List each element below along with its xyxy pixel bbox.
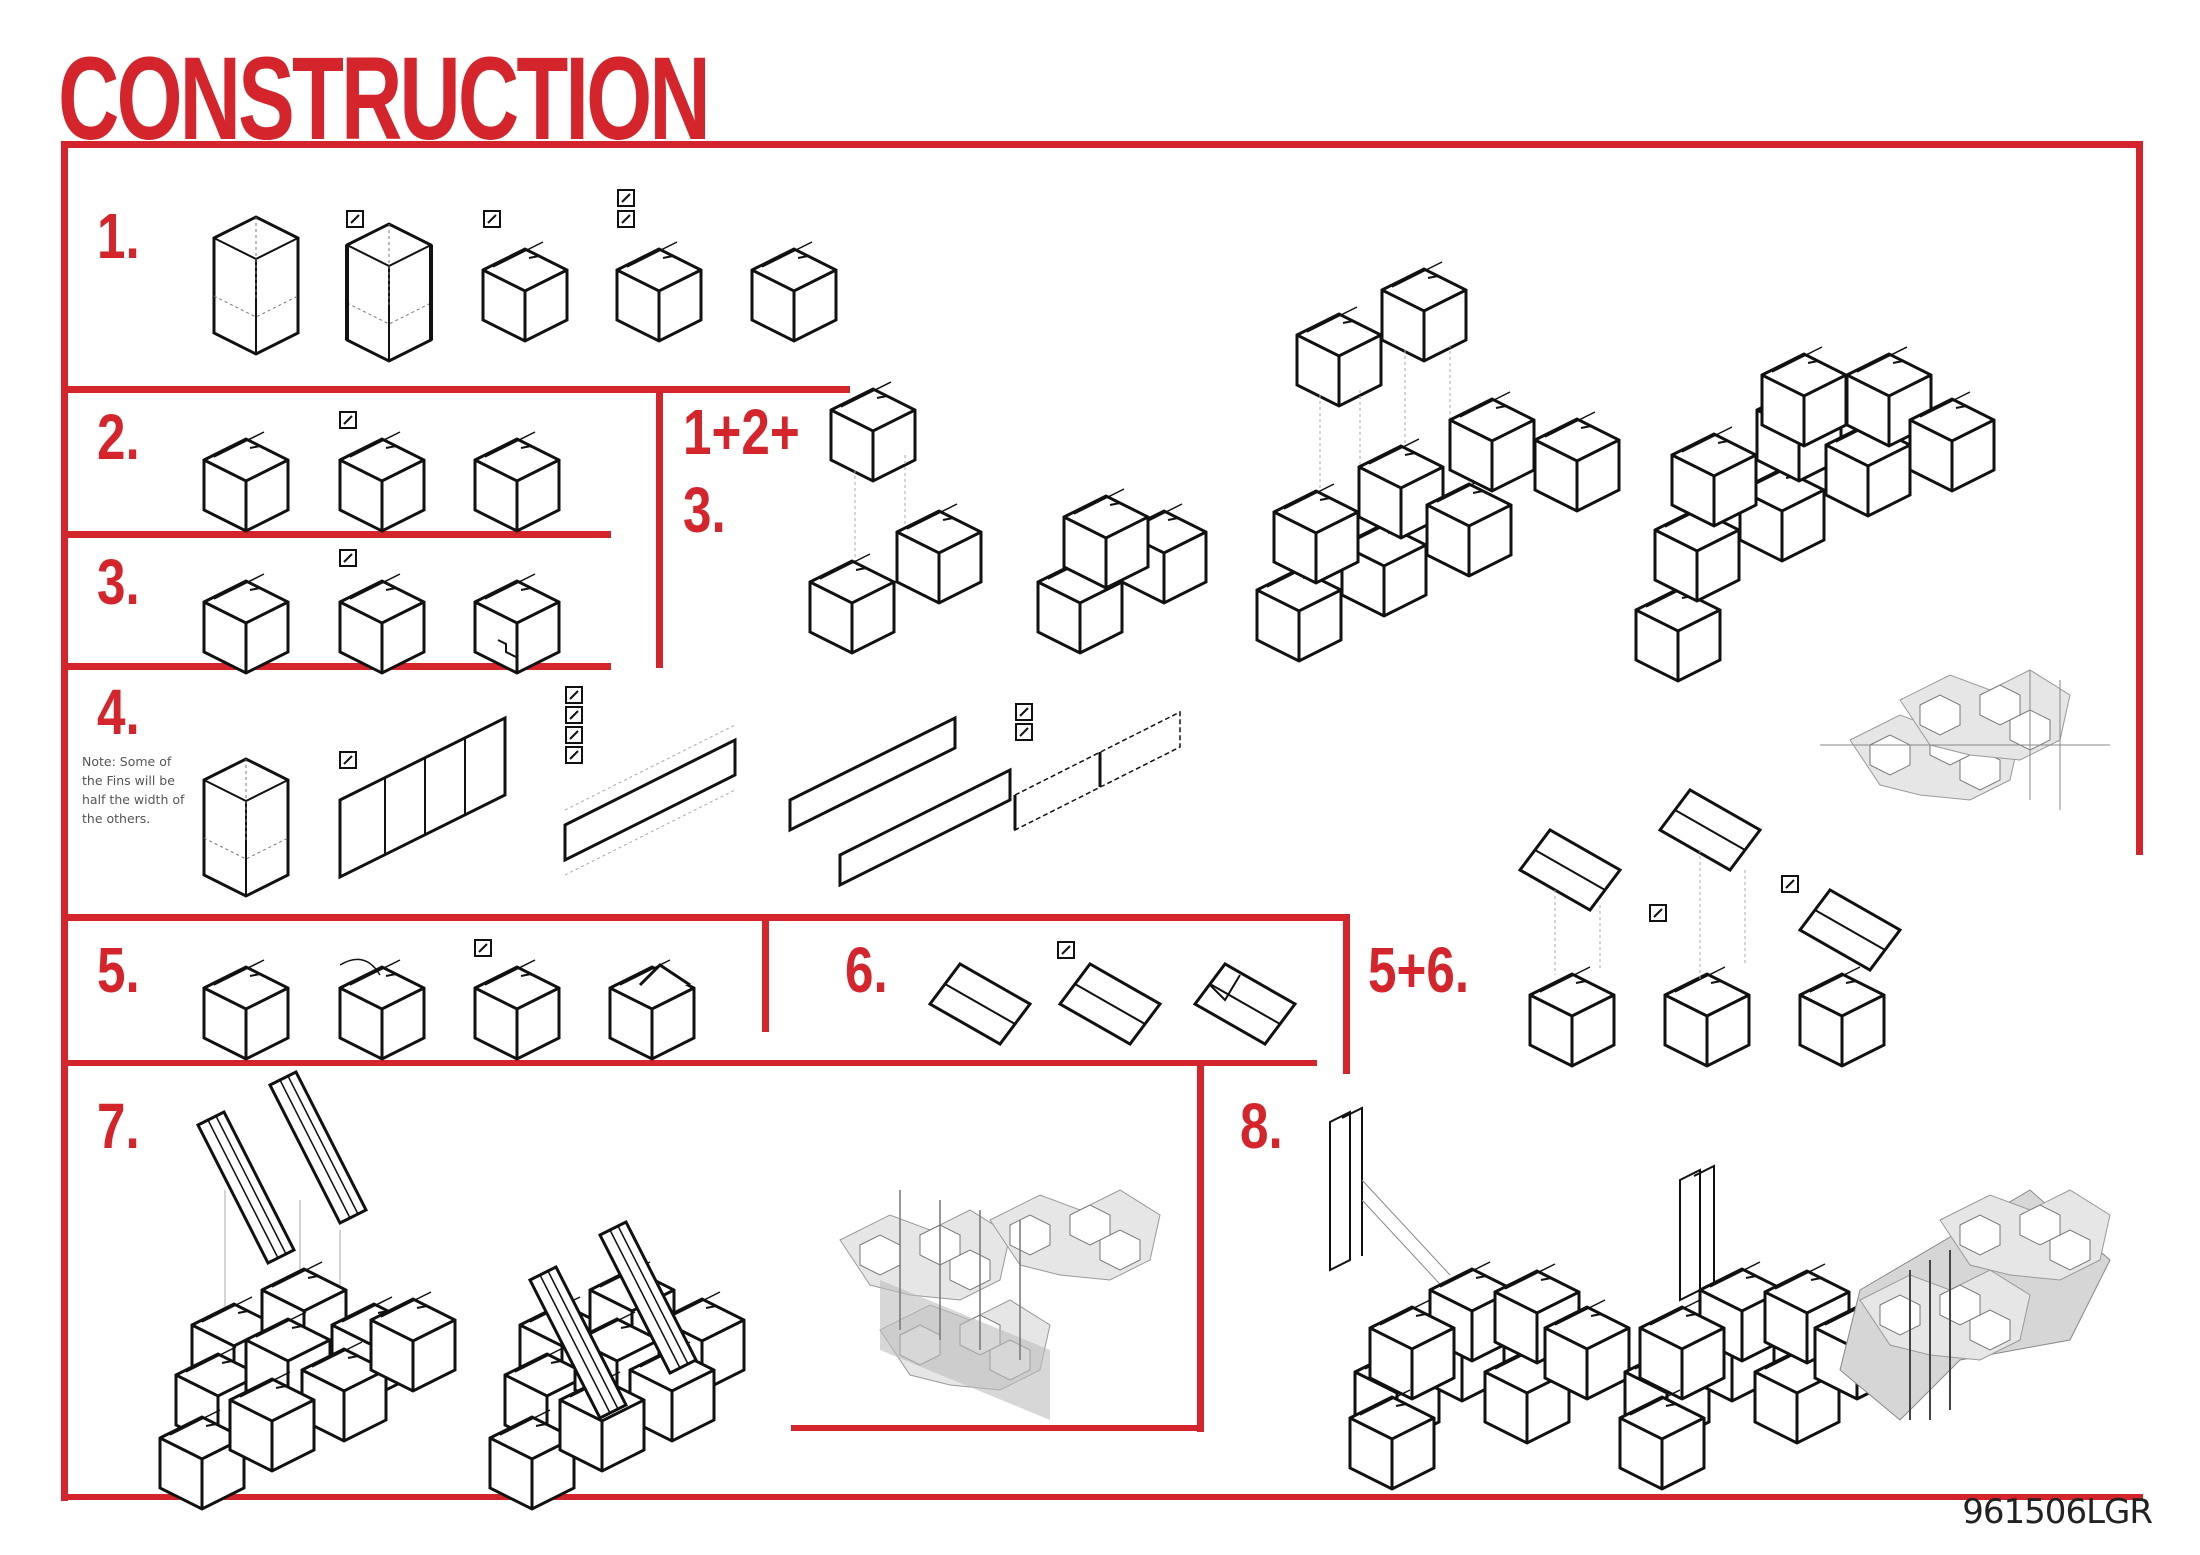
step7-diagrams <box>158 1070 1161 1511</box>
step1-diagrams <box>212 189 838 363</box>
step-label-4: 4. <box>97 676 140 748</box>
render-model-step7 <box>839 1189 1161 1420</box>
step2-diagrams <box>202 411 561 533</box>
step-label-56: 5+6. <box>1368 934 1470 1006</box>
red-frame <box>61 141 2143 1501</box>
step-label-123-line1: 1+2+ <box>683 396 800 468</box>
assembly-56 <box>1518 788 1902 1068</box>
step-label-3: 3. <box>97 546 140 618</box>
step-label-8: 8. <box>1240 1090 1283 1162</box>
step-label-7: 7. <box>97 1090 140 1162</box>
step6-diagrams <box>928 941 1297 1046</box>
step-label-2: 2. <box>97 401 140 473</box>
step-label-123-line2: 3. <box>683 474 726 546</box>
step-label-6: 6. <box>845 934 888 1006</box>
assembly-123 <box>808 260 1996 683</box>
step-label-5: 5. <box>97 934 140 1006</box>
step-label-1: 1. <box>97 200 140 272</box>
page-title: CONSTRUCTION <box>58 33 711 165</box>
drawing-code: 961506LGR <box>1962 1492 2153 1532</box>
fins-note: Note: Some of the Fins will be half the … <box>82 754 185 826</box>
step3-diagrams <box>202 549 561 675</box>
render-model-top <box>1820 669 2110 810</box>
render-model-step8 <box>1839 1189 2111 1421</box>
step8-diagrams <box>1329 1106 2111 1491</box>
step5-diagrams <box>202 939 696 1061</box>
step4-diagrams <box>202 686 1181 898</box>
